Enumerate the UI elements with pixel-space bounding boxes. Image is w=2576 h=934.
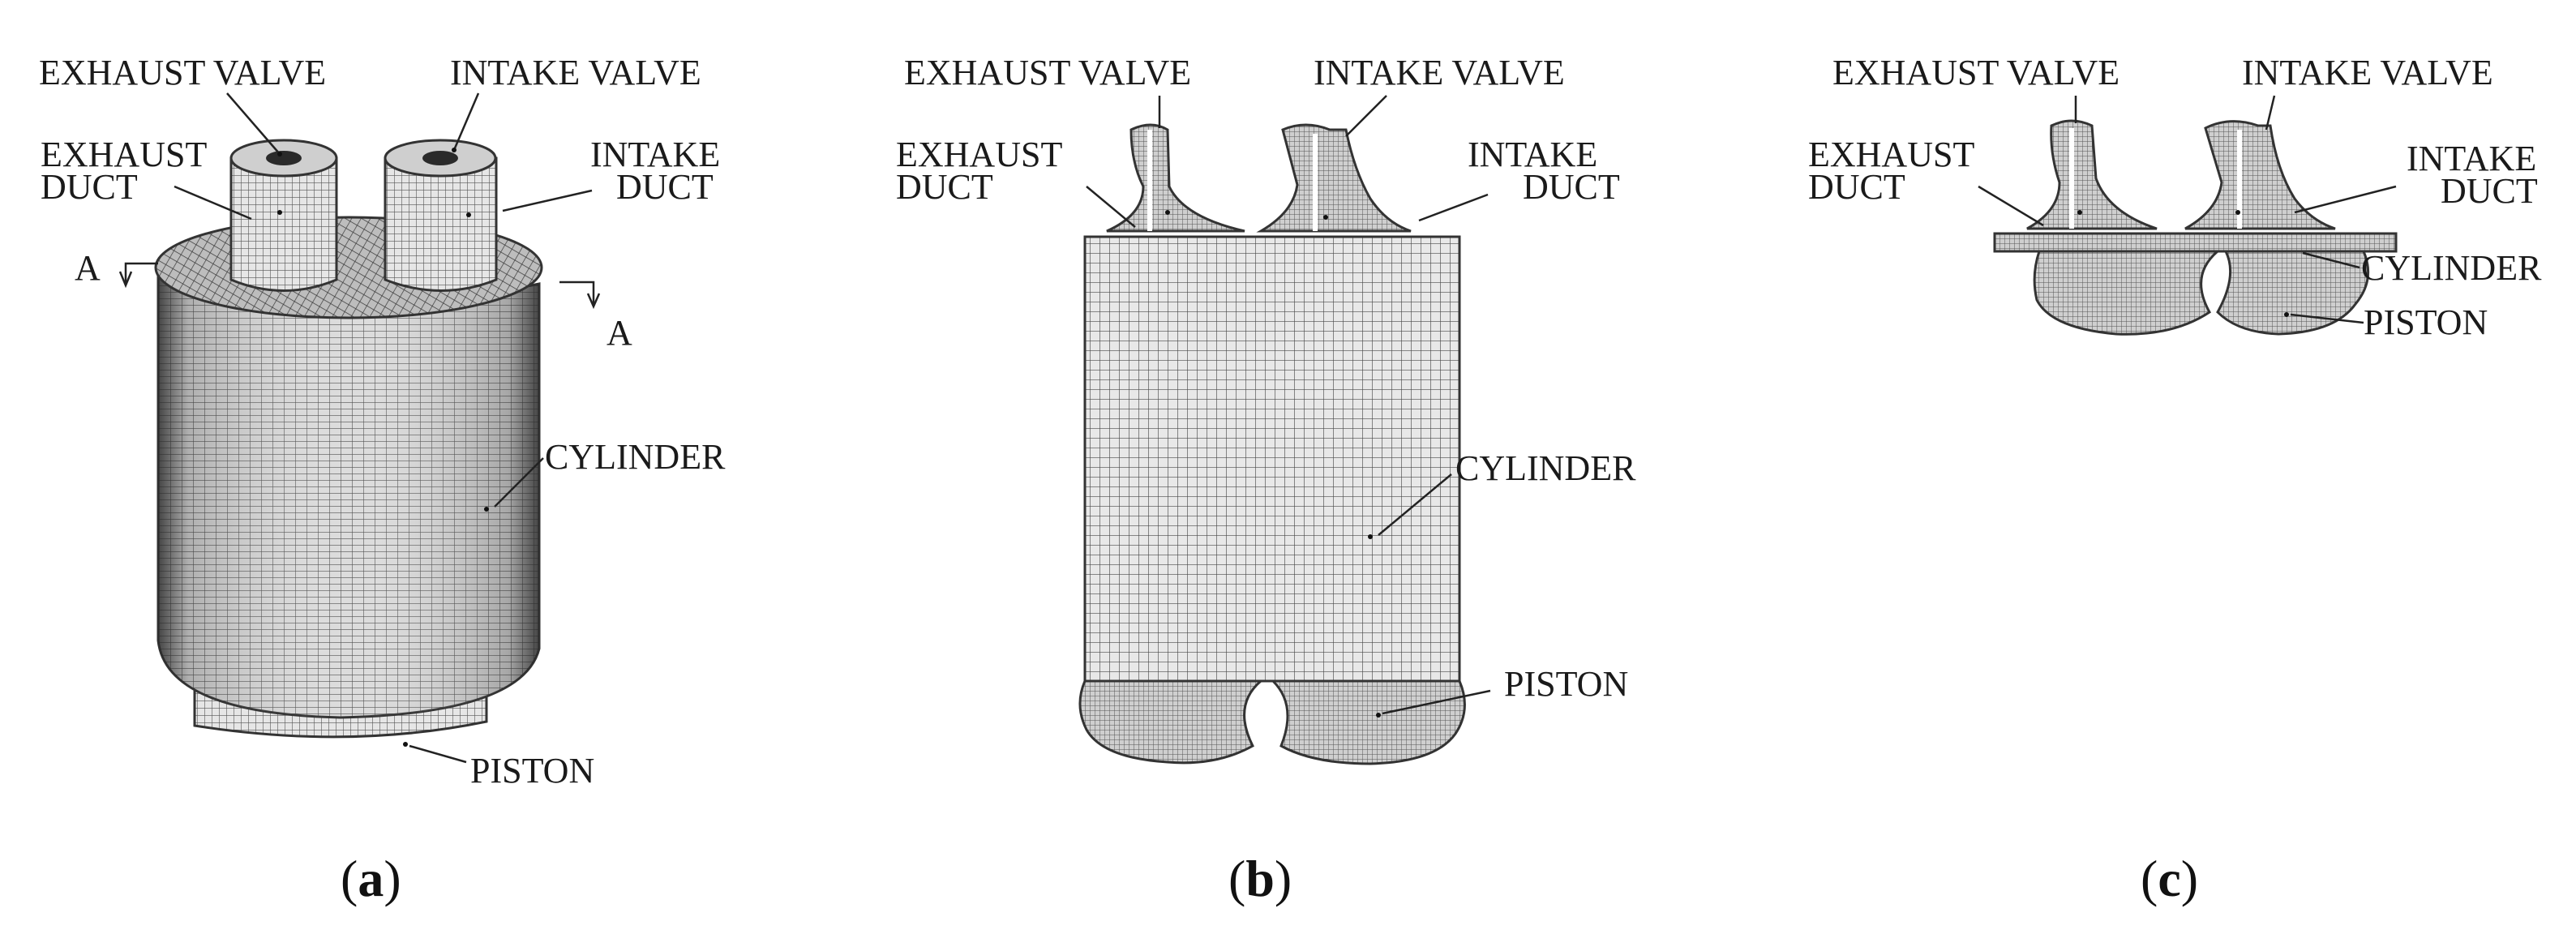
piston-label-a: PISTON [470, 751, 594, 790]
section-marker-left-a: A [75, 248, 101, 288]
exhaust-valve-label-a: EXHAUST VALVE [39, 53, 326, 92]
exhaust-valve-label-c: EXHAUST VALVE [1832, 53, 2120, 92]
exhaust-valve-label-b: EXHAUST VALVE [904, 53, 1191, 92]
intake-duct-label-a-line1: INTAKE [590, 135, 720, 174]
exhaust-duct-label-c-line2: DUCT [1808, 167, 1905, 207]
cylinder-label-c: CYLINDER [2361, 248, 2542, 288]
intake-valve-a-stem [422, 151, 458, 165]
cylinder-c-slab [1993, 232, 2398, 253]
caption-a: (a) [341, 850, 401, 907]
exhaust-valve-a-stem [266, 151, 302, 165]
section-marker-right-a: A [606, 313, 632, 353]
piston-c-left [2033, 250, 2222, 336]
exhaust-port-b [1106, 123, 1245, 233]
intake-duct-label-c-line1: INTAKE [2407, 139, 2536, 178]
intake-valve-label-a: INTAKE VALVE [450, 53, 701, 92]
intake-duct-label-c-line2: DUCT [2441, 171, 2538, 211]
intake-valve-label-c: INTAKE VALVE [2242, 53, 2493, 92]
exhaust-duct-a-tube [229, 156, 338, 292]
cylinder-b-body [1083, 235, 1461, 683]
panel-b: EXHAUST VALVE INTAKE VALVE EXHAUST DUCT … [896, 53, 1636, 907]
intake-port-b [1256, 123, 1412, 233]
piston-c-right [2216, 250, 2370, 336]
cylinder-label-b: CYLINDER [1455, 448, 1636, 488]
exhaust-duct-label-a-line1: EXHAUST [41, 135, 207, 174]
caption-b: (b) [1228, 850, 1292, 907]
panel-a-drawing [118, 139, 601, 739]
panel-c: EXHAUST VALVE INTAKE VALVE EXHAUST DUCT … [1808, 53, 2542, 907]
intake-duct-a-tube [384, 156, 498, 292]
piston-label-b: PISTON [1504, 664, 1628, 704]
panel-b-drawing [1078, 123, 1466, 765]
intake-valve-label-b: INTAKE VALVE [1314, 53, 1565, 92]
exhaust-duct-label-b-line1: EXHAUST [896, 135, 1062, 174]
panel-a: EXHAUST VALVE INTAKE VALVE EXHAUST DUCT … [39, 53, 726, 907]
exhaust-duct-label-a-line2: DUCT [41, 167, 138, 207]
exhaust-port-c [2026, 119, 2158, 230]
panel-c-drawing [1993, 119, 2398, 336]
intake-duct-label-a-line2: DUCT [616, 167, 714, 207]
intake-port-c [2184, 120, 2336, 230]
piston-b-right [1270, 679, 1466, 765]
piston-b-left [1078, 679, 1265, 765]
caption-c: (c) [2141, 850, 2198, 907]
intake-duct-label-b-line1: INTAKE [1468, 135, 1597, 174]
exhaust-duct-label-c-line1: EXHAUST [1808, 135, 1974, 174]
cylinder-label-a: CYLINDER [545, 437, 726, 477]
intake-duct-label-b-line2: DUCT [1523, 167, 1620, 207]
exhaust-duct-label-b-line2: DUCT [896, 167, 993, 207]
piston-label-c: PISTON [2364, 302, 2488, 342]
